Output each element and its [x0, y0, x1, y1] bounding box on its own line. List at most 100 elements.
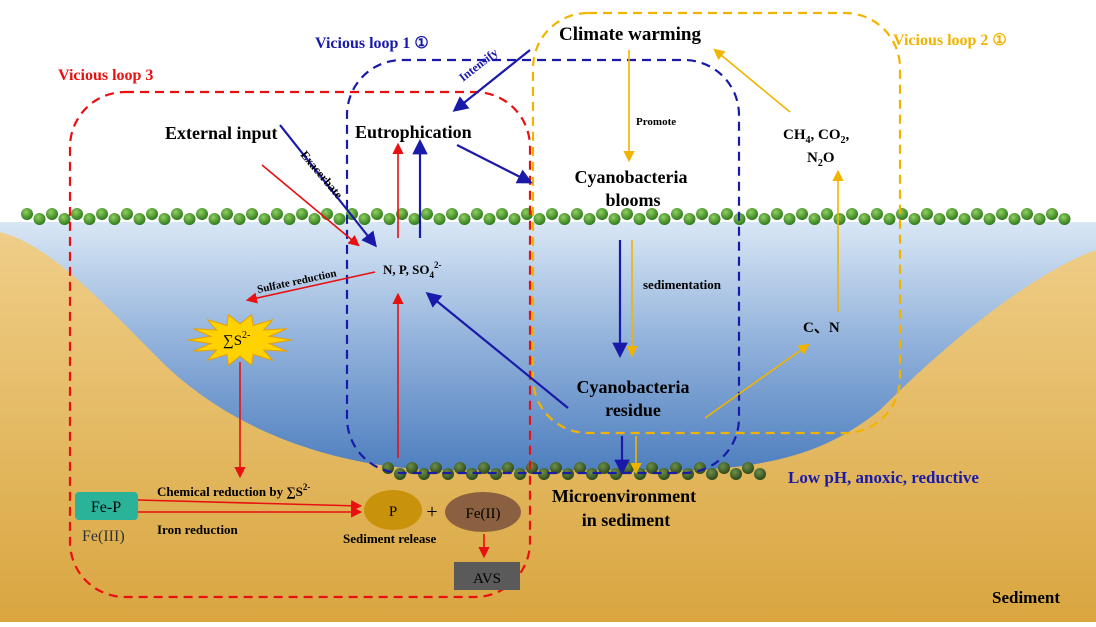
sediment-algae-cell: [742, 462, 754, 474]
algae-cell: [296, 208, 308, 220]
avs-box: [454, 562, 520, 590]
algae-cell: [1033, 213, 1046, 225]
arrow-exacerbate: [279, 124, 377, 248]
algae-cell: [96, 208, 108, 220]
arrow-residue-to-cn: [704, 343, 810, 419]
algae-cell: [746, 208, 758, 220]
sediment-algae-cell: [730, 468, 742, 480]
node-fep: Fe-P: [91, 499, 121, 516]
algae-cell: [158, 213, 171, 225]
node-residue-line2: residue: [605, 400, 661, 420]
algae-cell: [83, 213, 96, 225]
sediment-algae-cell: [454, 462, 466, 474]
sediment-algae-cell: [586, 468, 598, 480]
algae-cell: [683, 213, 696, 225]
node-nutrients: N, P, SO42-: [383, 260, 441, 280]
surface-algae: [21, 208, 1071, 225]
algae-cell: [71, 208, 83, 220]
algae-cell: [458, 213, 471, 225]
algae-cell: [33, 213, 46, 225]
algae-cell: [696, 208, 708, 220]
node-sulfide: ∑S2-: [223, 330, 250, 349]
algae-cell: [483, 213, 496, 225]
node-plus: +: [426, 501, 437, 523]
sediment-algae-cell: [658, 468, 670, 480]
algae-cell: [758, 213, 771, 225]
fe2-ellipse: [445, 492, 521, 532]
algae-cell: [671, 208, 683, 220]
loop2-title: Vicious loop 2 ①: [893, 32, 1007, 49]
algae-cell: [196, 208, 208, 220]
algae-cell: [921, 208, 933, 220]
algae-cell: [383, 213, 396, 225]
algae-cell: [171, 208, 183, 220]
algae-cell: [983, 213, 996, 225]
algae-cell: [233, 213, 246, 225]
algae-cell: [933, 213, 946, 225]
algae-cell: [721, 208, 733, 220]
algae-cell: [1021, 208, 1033, 220]
algae-cell: [908, 213, 921, 225]
algae-cell: [571, 208, 583, 220]
algae-cell: [958, 213, 971, 225]
algae-cell: [446, 208, 458, 220]
algae-cell: [771, 208, 783, 220]
sediment-algae-cell: [682, 468, 694, 480]
node-p: P: [389, 504, 397, 520]
label-exacerbate: Exacerbate: [298, 148, 346, 202]
node-external-input: External input: [165, 123, 278, 143]
label-chemical-reduction: Chemical reduction by ∑S2-: [157, 482, 310, 499]
algae-cell: [133, 213, 146, 225]
algae-cell: [533, 213, 546, 225]
algae-cell: [1008, 213, 1021, 225]
vicious-loop-2-boundary: [531, 11, 902, 435]
arrow-external-to-nutrients: [261, 164, 360, 247]
algae-cell: [108, 213, 121, 225]
label-sediment-release: Sediment release: [343, 531, 436, 546]
sediment-algae-cell: [418, 468, 430, 480]
label-iron-reduction: Iron reduction: [157, 522, 239, 537]
algae-cell: [396, 208, 408, 220]
sediment-algae-cell: [502, 462, 514, 474]
sediment-algae-cell: [406, 462, 418, 474]
algae-cell: [146, 208, 158, 220]
fep-box: [75, 492, 138, 520]
algae-cell: [358, 213, 371, 225]
sediment-algae-cell: [598, 462, 610, 474]
algae-cell: [508, 213, 521, 225]
sediment-algae-cell: [478, 462, 490, 474]
node-fe2: Fe(II): [466, 506, 501, 522]
arrow-ghg-to-climate: [713, 48, 791, 113]
node-blooms-line1: Cyanobacteria: [575, 167, 688, 187]
arrow-sulfate-reduction: [245, 271, 376, 304]
sediment-algae-cell: [538, 468, 550, 480]
vicious-loop-3-boundary: [68, 90, 532, 599]
algae-cell: [271, 208, 283, 220]
algae-cell: [46, 208, 58, 220]
algae-cell: [946, 208, 958, 220]
algae-cell: [421, 208, 433, 220]
algae-cell: [971, 208, 983, 220]
algae-cell: [658, 213, 671, 225]
sediment-algae-cell: [466, 468, 478, 480]
algae-cell: [808, 213, 821, 225]
sediment-algae-cell: [430, 462, 442, 474]
algae-cell: [308, 213, 321, 225]
node-micro-line1: Microenvironment: [552, 486, 696, 506]
node-ghg-line1: CH4, CO2,: [783, 127, 850, 146]
algae-cell: [208, 213, 221, 225]
loop1-title: Vicious loop 1 ①: [315, 35, 429, 52]
sediment-algae-cell: [550, 462, 562, 474]
algae-cell: [521, 208, 533, 220]
algae-cell: [633, 213, 646, 225]
algae-cell: [783, 213, 796, 225]
node-avs: AVS: [473, 571, 501, 587]
algae-cell: [121, 208, 133, 220]
sediment-algae-cell: [646, 462, 658, 474]
node-residue-line1: Cyanobacteria: [577, 377, 690, 397]
algae-cell: [996, 208, 1008, 220]
algae-cell: [621, 208, 633, 220]
algae-cell: [496, 208, 508, 220]
node-climate-warming: Climate warming: [559, 24, 701, 45]
